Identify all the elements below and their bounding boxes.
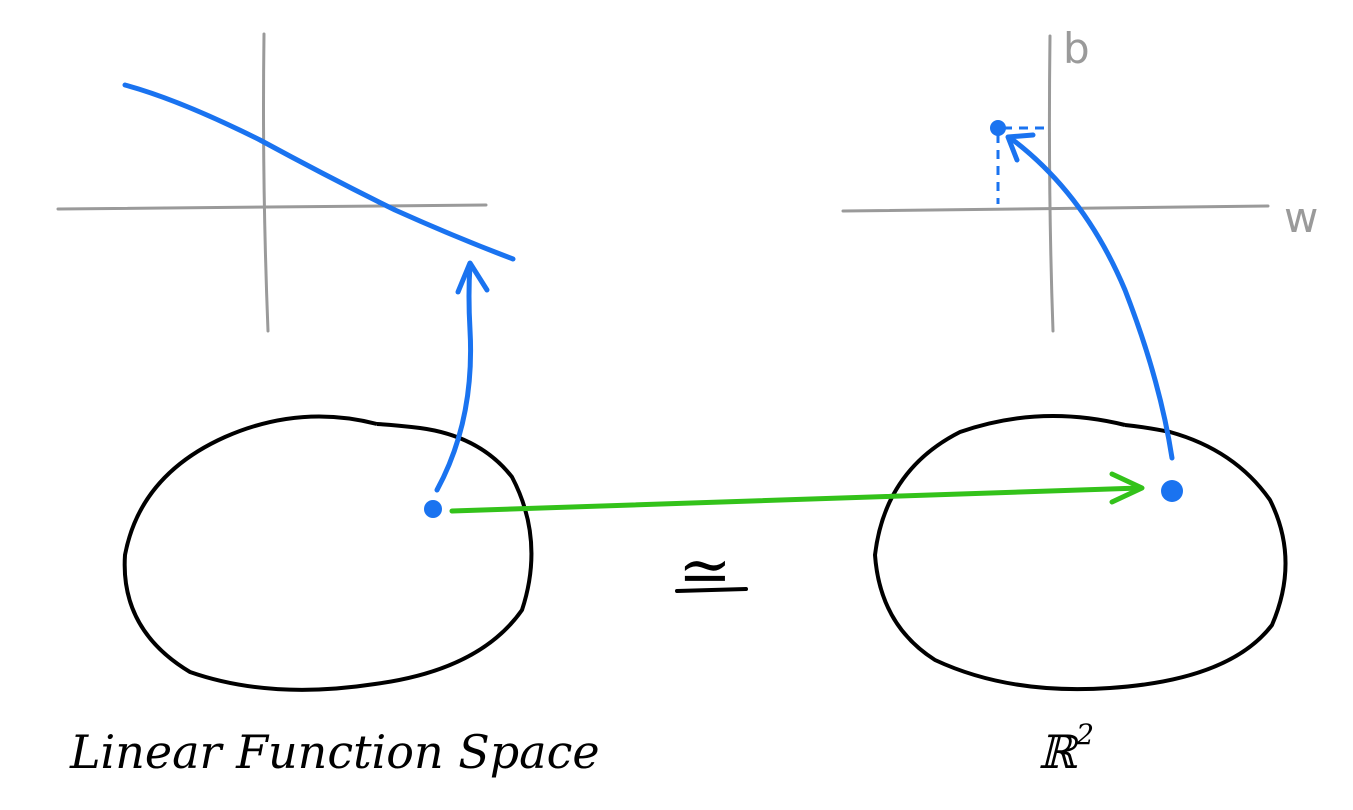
w-axis-label: w bbox=[1284, 193, 1318, 242]
function-to-line-arrow bbox=[434, 262, 474, 493]
left-axes bbox=[56, 32, 488, 333]
point-in-function-space bbox=[424, 500, 442, 518]
b-axis-label: b bbox=[1063, 24, 1090, 73]
right-w-axis bbox=[841, 204, 1270, 213]
right-b-axis bbox=[1047, 34, 1055, 333]
isomorphism-arrow-head bbox=[1109, 471, 1145, 505]
r2-caption-exponent: 2 bbox=[1075, 718, 1094, 751]
r2-blob bbox=[873, 414, 1288, 692]
right-axes: b w bbox=[841, 24, 1318, 333]
r2-caption-base: ℝ bbox=[1038, 725, 1079, 779]
linear-function-space-caption: Linear Function Space bbox=[69, 725, 600, 779]
point-in-plane bbox=[990, 120, 1006, 136]
linear-function-line bbox=[122, 82, 516, 262]
function-to-line-arrow-head bbox=[455, 260, 490, 295]
r2-to-plane-arrow-head bbox=[1005, 132, 1036, 163]
isomorphism-symbol-underline bbox=[675, 587, 748, 593]
r2-caption: ℝ2 bbox=[1038, 718, 1094, 779]
isomorphism-symbol: ≃ bbox=[678, 534, 732, 608]
left-x-axis bbox=[56, 203, 488, 211]
point-in-r2 bbox=[1161, 480, 1183, 502]
linear-function-space-blob bbox=[122, 414, 534, 692]
left-y-axis bbox=[262, 32, 270, 333]
isomorphism-arrow bbox=[449, 485, 1143, 514]
r2-to-plane-arrow bbox=[1010, 137, 1175, 461]
